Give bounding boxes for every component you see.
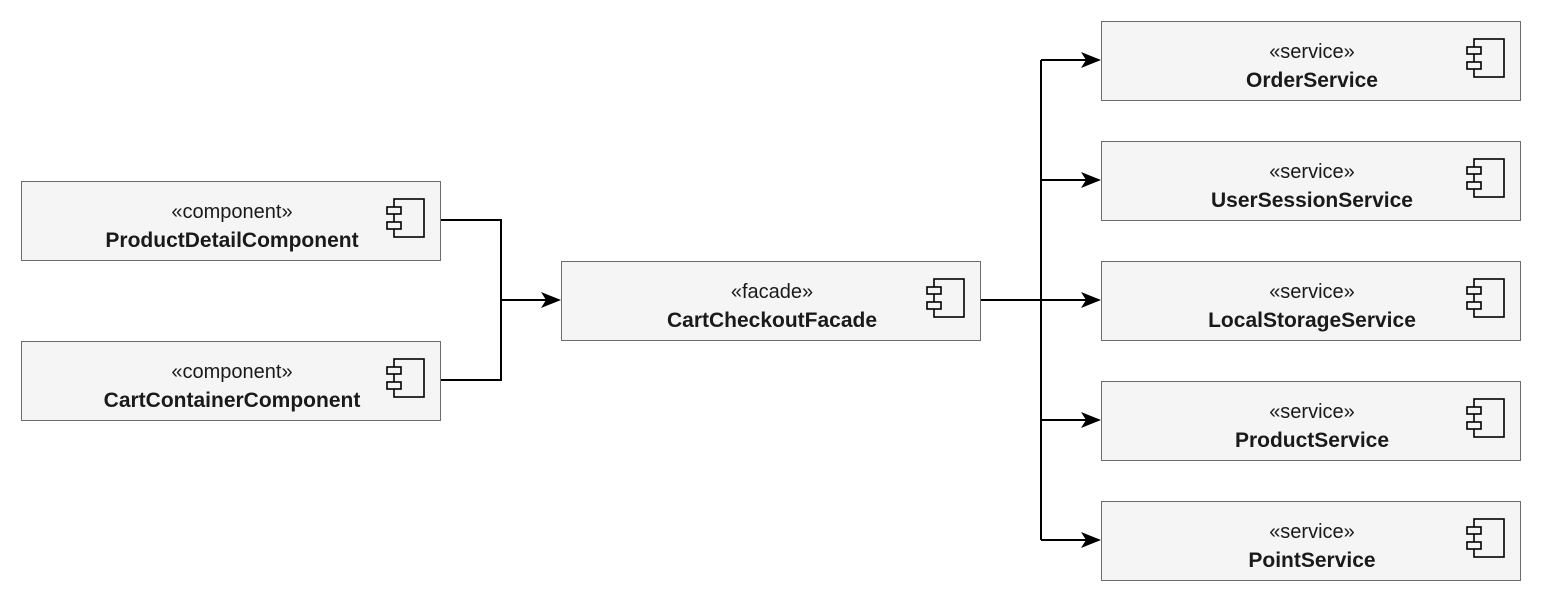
node-product-service[interactable]: «service» ProductService [1101,381,1521,461]
node-point-service[interactable]: «service» PointService [1101,501,1521,581]
node-stereotype: «service» [1269,401,1355,423]
uml-component-icon [926,278,965,318]
node-stereotype: «facade» [730,281,814,303]
node-order-service[interactable]: «service» OrderService [1101,21,1521,101]
node-cart-checkout-facade[interactable]: «facade» CartCheckoutFacade [561,261,981,341]
node-name: LocalStorageService [1208,309,1416,332]
uml-component-icon [386,198,425,238]
node-user-session-service[interactable]: «service» UserSessionService [1101,141,1521,221]
node-product-detail-component[interactable]: «component» ProductDetailComponent [21,181,441,261]
node-stereotype: «component» [171,201,293,223]
edge-cart-container-to-facade [441,300,502,381]
uml-component-icon [1466,158,1505,198]
node-name: ProductService [1234,429,1390,452]
edge-product-detail-to-facade [441,219,502,300]
uml-component-icon [386,358,425,398]
node-name: CartCheckoutFacade [666,309,878,332]
uml-component-icon [1466,518,1505,558]
uml-component-icon [1466,398,1505,438]
node-stereotype: «service» [1269,521,1355,543]
node-stereotype: «service» [1269,161,1355,183]
node-stereotype: «component» [171,361,293,383]
node-name: UserSessionService [1211,189,1413,212]
uml-component-icon [1466,278,1505,318]
node-name: ProductDetailComponent [105,229,359,252]
node-name: CartContainerComponent [103,389,361,412]
node-name: PointService [1248,549,1376,572]
node-stereotype: «service» [1269,281,1355,303]
uml-component-icon [1466,38,1505,78]
node-cart-container-component[interactable]: «component» CartContainerComponent [21,341,441,421]
node-stereotype: «service» [1269,41,1355,63]
node-name: OrderService [1246,69,1378,92]
node-local-storage-service[interactable]: «service» LocalStorageService [1101,261,1521,341]
